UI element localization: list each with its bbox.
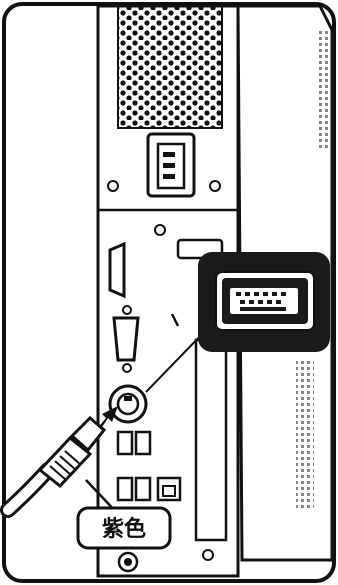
keyboard-callout [198, 252, 330, 352]
expansion-slot-cover [196, 340, 226, 540]
screw-hole-right [210, 181, 220, 191]
psu-vent-grill [118, 6, 222, 128]
hdmi-port-icon [110, 244, 124, 296]
side-vent-lower [296, 360, 314, 510]
side-vent-upper [316, 30, 330, 150]
power-inlet-icon [148, 134, 194, 196]
ethernet-port-icon [158, 478, 180, 500]
screw-hole-io [155, 225, 165, 235]
audio-jack-icon [119, 553, 137, 571]
expansion-slot-screw [203, 550, 213, 560]
screw-hole-left [108, 181, 118, 191]
color-label: 紫色 [102, 516, 146, 542]
ps2-port-icon [110, 386, 146, 422]
keyboard-icon [222, 278, 308, 324]
